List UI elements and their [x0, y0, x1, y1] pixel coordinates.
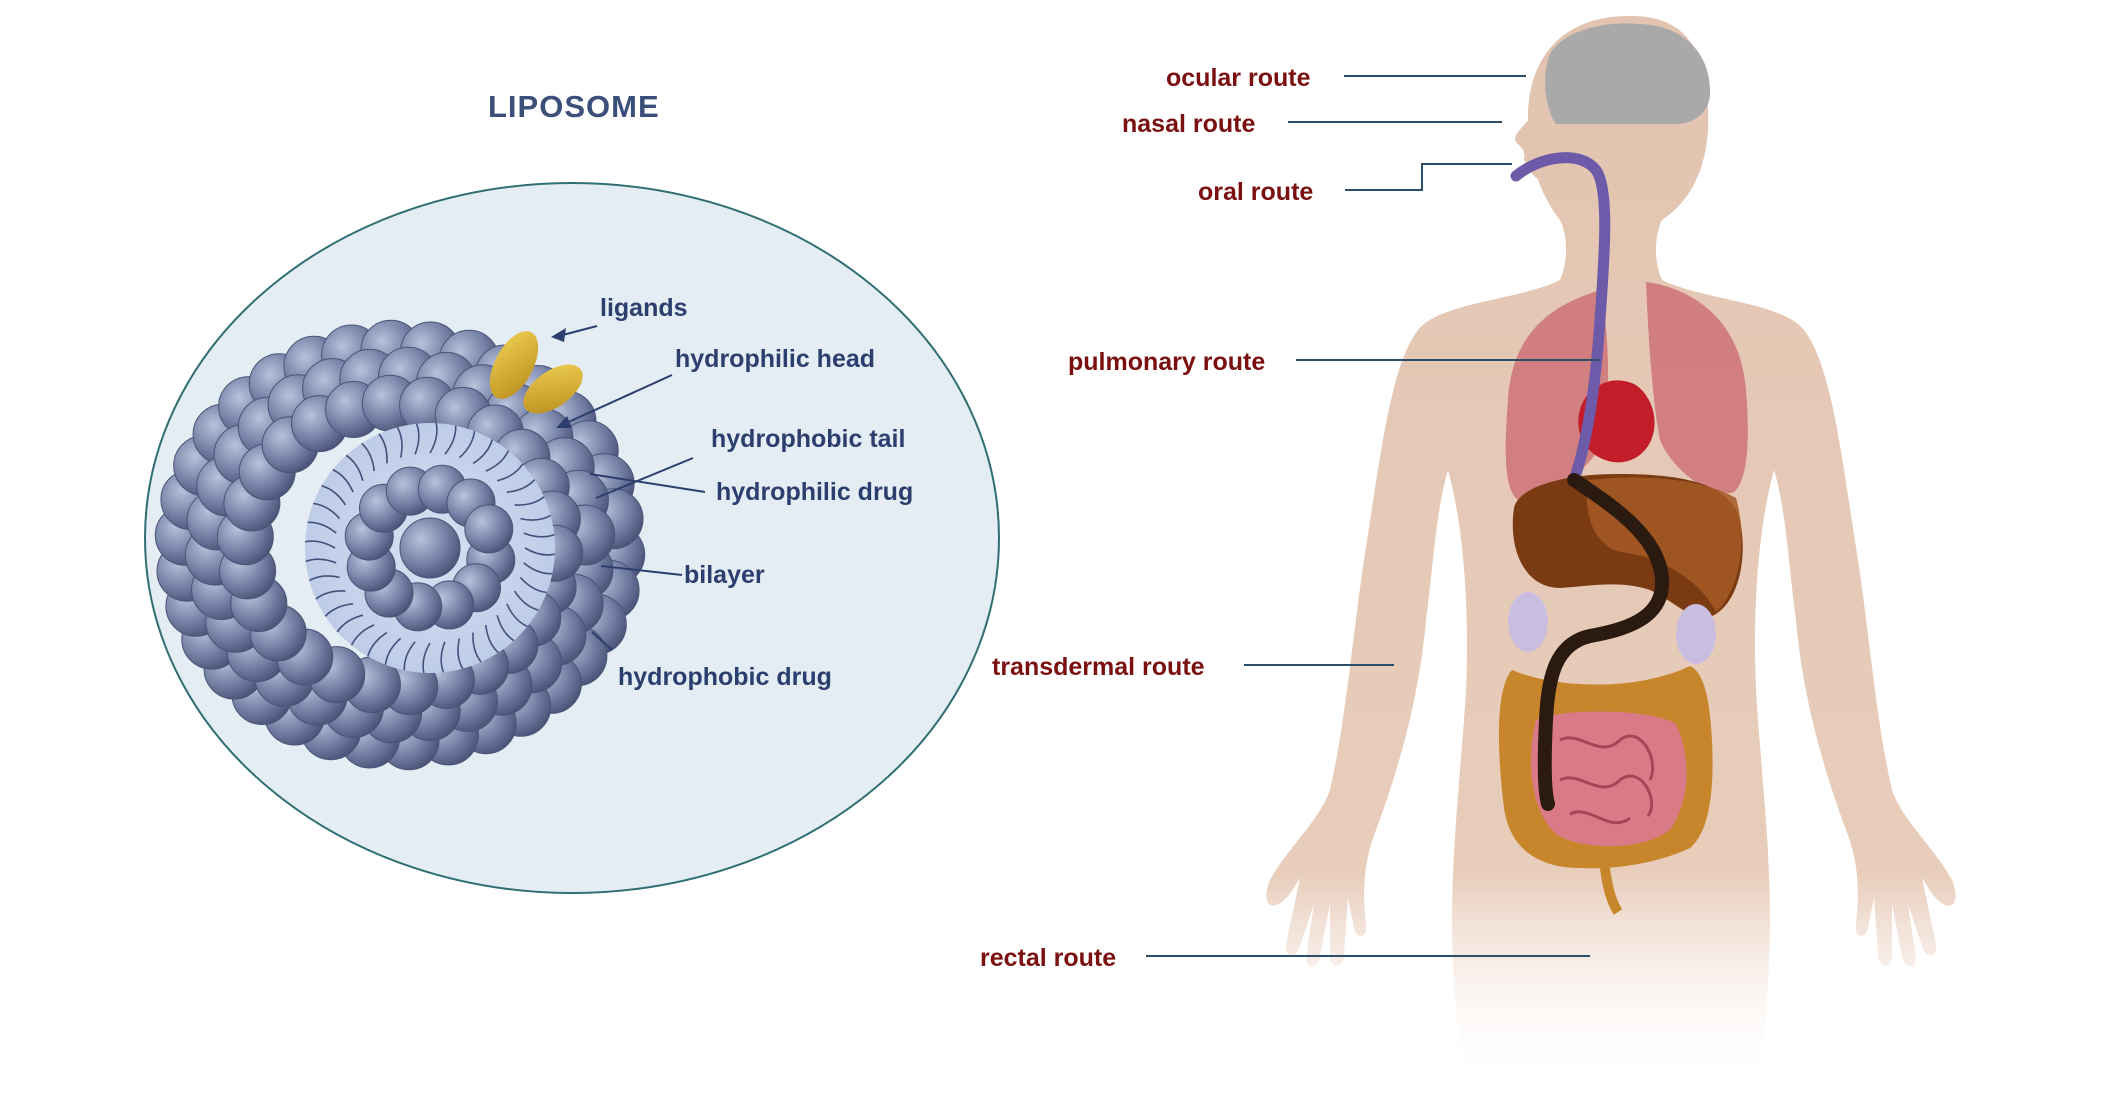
ligand-shape — [523, 364, 583, 414]
lipid-tail — [336, 614, 363, 633]
lipid-tail — [457, 638, 464, 670]
inner-lipid-sphere — [464, 504, 514, 554]
lipid-tail — [315, 590, 346, 600]
ligand-shape — [489, 331, 539, 399]
lipid-tail — [519, 576, 547, 594]
label-hydrophobic-drug: hydrophobic drug — [618, 663, 832, 691]
lipid-tail — [524, 547, 555, 556]
label-oral-route: oral route — [1198, 178, 1313, 206]
lipid-tail — [307, 521, 337, 534]
lipid-tail — [513, 590, 539, 611]
lipid-tail — [396, 426, 403, 458]
liposome-leader-lines — [554, 325, 706, 651]
label-nasal-route: nasal route — [1122, 110, 1255, 138]
lipid-tail — [514, 496, 545, 506]
lipid-tail — [367, 631, 388, 657]
lipid-tail — [378, 433, 388, 464]
lipid-tail — [414, 423, 420, 455]
head-arrowhead — [556, 416, 572, 428]
lipid-tail — [345, 454, 364, 481]
lipid-tail — [506, 479, 536, 493]
kidney-right — [1676, 604, 1716, 664]
rectum — [1599, 859, 1623, 915]
label-rectal-route: rectal route — [980, 944, 1116, 972]
esophagus — [1510, 152, 1611, 486]
label-ocular-route: ocular route — [1166, 64, 1311, 92]
kidney-left — [1508, 592, 1548, 652]
label-transdermal-route: transdermal route — [992, 653, 1205, 681]
label-hydrophilic-head: hydrophilic head — [675, 345, 875, 373]
duodenum — [1537, 473, 1669, 811]
lipid-tail — [422, 642, 431, 673]
lipid-tail — [485, 450, 510, 472]
brain — [1545, 23, 1711, 124]
lipid-tail — [361, 442, 375, 472]
lipid-tail — [523, 562, 553, 575]
lipid-tail — [324, 603, 354, 617]
lipid-tail — [497, 463, 524, 482]
lipid-tail — [313, 502, 341, 520]
lipid-tail — [444, 425, 457, 455]
lipid-tail — [332, 468, 354, 493]
intestine-folds — [1559, 734, 1655, 825]
hydrophobic-tails — [305, 423, 555, 673]
lung-right — [1646, 282, 1748, 494]
liposome-title: LIPOSOME — [488, 89, 660, 124]
lipid-tail — [384, 637, 402, 665]
lipid-tail — [496, 615, 515, 642]
lipid-tail — [429, 423, 438, 454]
lipid-tail — [472, 439, 493, 465]
lipid-tail — [458, 431, 476, 459]
lipid-tail — [305, 540, 336, 549]
ligand-arrowhead — [551, 328, 566, 342]
inner-lipid-sphere — [399, 517, 461, 579]
small-intestine — [1530, 711, 1687, 847]
route-leader-lines — [1146, 75, 1600, 957]
lipid-tail — [308, 575, 340, 582]
lipid-tail — [403, 641, 416, 671]
label-pulmonary-route: pulmonary route — [1068, 348, 1265, 376]
lipid-tail — [523, 532, 555, 538]
label-ligands: ligands — [600, 294, 688, 322]
label-bilayer: bilayer — [684, 561, 765, 589]
lipid-tail — [485, 624, 499, 654]
lipid-tail — [350, 624, 375, 646]
lipid-tail — [520, 514, 552, 521]
lipid-tail — [321, 485, 347, 506]
lipid-tail — [472, 632, 482, 663]
label-hydrophobic-tail: hydrophobic tail — [711, 425, 905, 453]
lipid-tail — [305, 558, 337, 564]
label-hydrophilic-drug: hydrophilic drug — [716, 478, 913, 506]
lipid-tail — [506, 603, 528, 628]
liposome-inner-sphere-layer — [344, 464, 516, 632]
lipid-tail — [440, 641, 446, 673]
